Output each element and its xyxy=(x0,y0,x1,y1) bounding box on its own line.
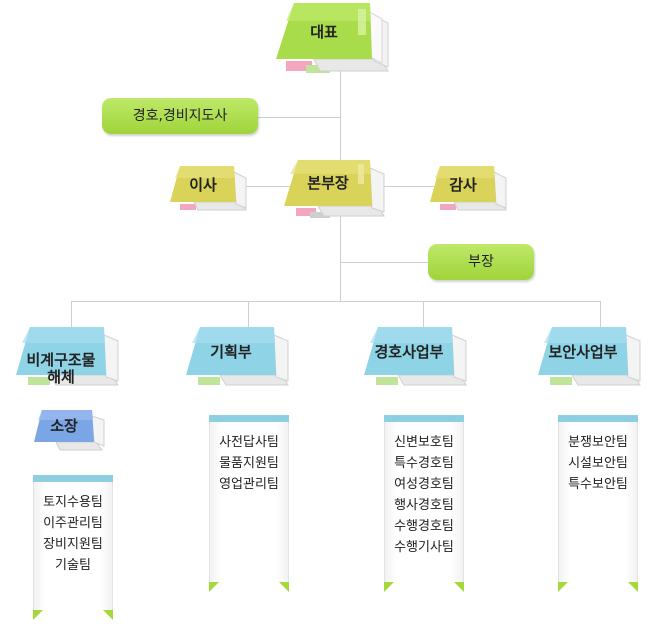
team-item: 시설보안팀 xyxy=(568,456,628,471)
audit-label: 감사 xyxy=(449,176,477,194)
team-list-tail xyxy=(558,582,638,592)
folder-icon xyxy=(284,160,385,218)
connector-dept-4 xyxy=(600,301,601,331)
department-node: 비계구조물 해체 xyxy=(16,327,126,389)
hq-node: 본부장 xyxy=(284,160,394,220)
connector-dept-3 xyxy=(423,301,424,331)
team-list: 사전답사팀 물품지원팀 영업관리팀 xyxy=(209,415,289,592)
guard-instructor-label: 경호,경비지도사 xyxy=(132,108,228,124)
sub-label: 소장 xyxy=(50,417,78,435)
team-item: 기술팀 xyxy=(55,558,91,573)
manager-label: 부장 xyxy=(468,254,494,270)
folder-icon xyxy=(364,327,467,386)
team-item: 신변보호팀 xyxy=(394,435,454,450)
department-node: 보안사업부 xyxy=(538,327,648,389)
ceo-node: 대표 xyxy=(276,3,396,75)
team-item: 영업관리팀 xyxy=(219,477,279,492)
team-list: 분쟁보안팀 시설보안팀 특수보안팀 xyxy=(558,415,638,592)
ceo-label: 대표 xyxy=(310,23,338,41)
folder-icon xyxy=(538,327,641,386)
team-items: 신변보호팀 특수경호팀 여성경호팀 행사경호팀 수행경호팀 수행기사팀 xyxy=(384,422,464,582)
connector-guard xyxy=(258,117,340,118)
team-item: 토지수용팀 xyxy=(43,495,103,510)
team-item: 사전답사팀 xyxy=(219,435,279,450)
folder-icon xyxy=(170,166,247,211)
department-label: 기획부 xyxy=(210,343,252,361)
team-list: 토지수용팀 이주관리팀 장비지원팀 기술팀 xyxy=(33,475,113,620)
folder-icon xyxy=(276,3,389,73)
team-items: 분쟁보안팀 시설보안팀 특수보안팀 xyxy=(558,422,638,582)
audit-node: 감사 xyxy=(430,166,510,216)
folder-icon xyxy=(16,327,119,386)
hq-label: 본부장 xyxy=(307,174,349,192)
team-list: 신변보호팀 특수경호팀 여성경호팀 행사경호팀 수행경호팀 수행기사팀 xyxy=(384,415,464,592)
director-node: 이사 xyxy=(170,166,250,216)
team-list-top xyxy=(33,475,113,482)
manager-node: 부장 xyxy=(428,244,534,280)
team-item: 이주관리팀 xyxy=(43,516,103,531)
department-label: 보안사업부 xyxy=(548,343,618,361)
team-item: 행사경호팀 xyxy=(394,498,454,513)
team-item: 장비지원팀 xyxy=(43,537,103,552)
connector-manager xyxy=(340,262,430,263)
connector-dept-1 xyxy=(71,301,72,331)
team-list-top xyxy=(209,415,289,422)
team-item: 분쟁보안팀 xyxy=(568,435,628,450)
connector-ceo-hq xyxy=(340,70,341,162)
team-item: 물품지원팀 xyxy=(219,456,279,471)
connector-dept-2 xyxy=(248,301,249,331)
department-node: 경호사업부 xyxy=(364,327,474,389)
team-item: 특수경호팀 xyxy=(394,456,454,471)
department-label-text: 비계구조물 해체 xyxy=(26,351,96,386)
department-label: 경호사업부 xyxy=(374,343,444,361)
director-label: 이사 xyxy=(189,176,217,194)
sub-node: 소장 xyxy=(34,410,108,452)
team-list-top xyxy=(558,415,638,422)
guard-instructor-node: 경호,경비지도사 xyxy=(102,98,258,134)
team-list-top xyxy=(384,415,464,422)
folder-icon xyxy=(186,327,289,386)
team-item: 여성경호팀 xyxy=(394,477,454,492)
department-node: 기획부 xyxy=(186,327,296,389)
connector-departments xyxy=(71,301,601,302)
connector-hq-down xyxy=(340,214,341,301)
team-list-tail xyxy=(384,582,464,592)
folder-icon xyxy=(430,166,507,211)
team-item: 특수보안팀 xyxy=(568,477,628,492)
folder-icon xyxy=(34,410,105,451)
team-list-tail xyxy=(209,582,289,592)
department-label: 비계구조물 해체 xyxy=(16,335,106,386)
team-item: 수행경호팀 xyxy=(394,519,454,534)
team-items: 토지수용팀 이주관리팀 장비지원팀 기술팀 xyxy=(33,482,113,610)
team-items: 사전답사팀 물품지원팀 영업관리팀 xyxy=(209,422,289,582)
team-item: 수행기사팀 xyxy=(394,540,454,555)
team-list-tail xyxy=(33,610,113,620)
